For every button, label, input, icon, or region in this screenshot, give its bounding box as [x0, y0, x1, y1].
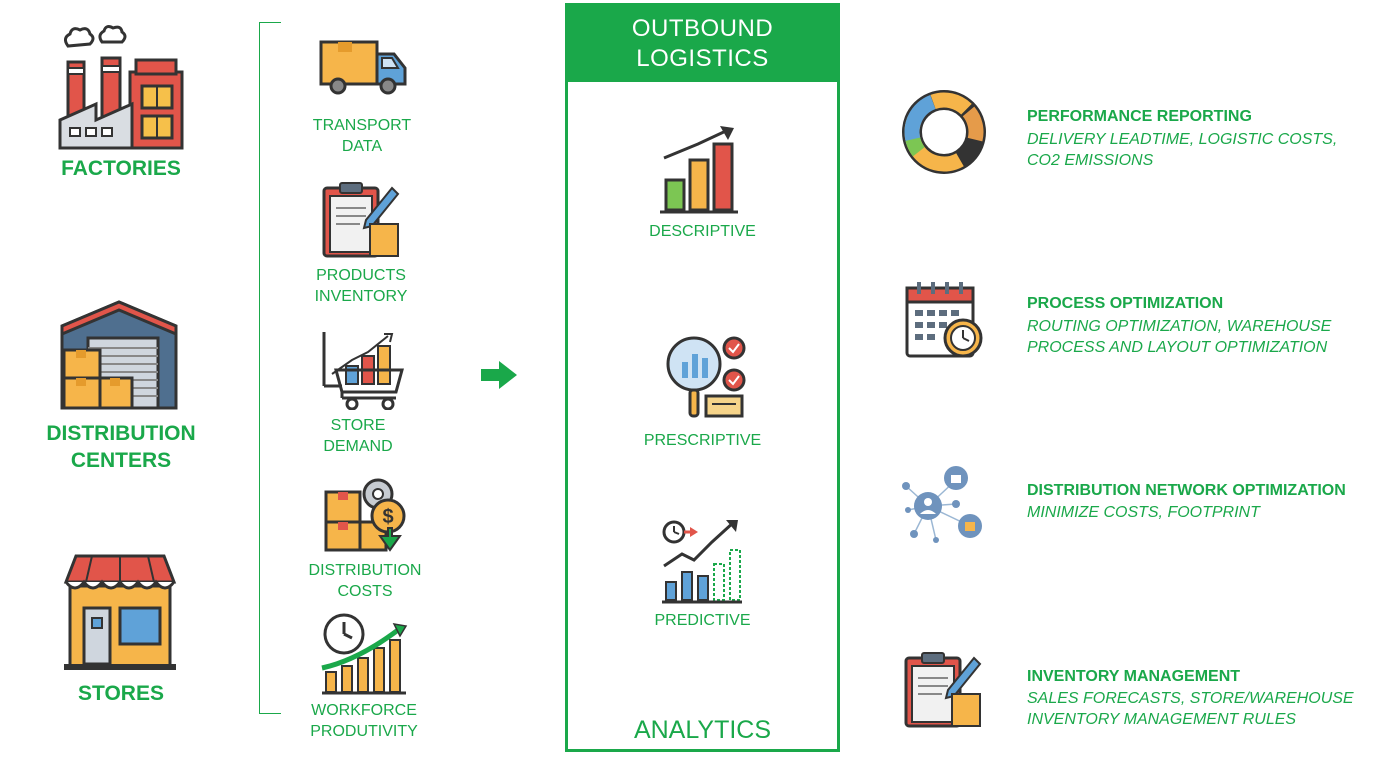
data-bracket: [259, 22, 281, 714]
panel-title: OUTBOUND LOGISTICS: [568, 6, 837, 82]
svg-text:$: $: [382, 506, 393, 528]
outcome-title-performance-reporting: PERFORMANCE REPORTING: [1027, 108, 1252, 125]
outcome-desc-process-optimization: ROUTING OPTIMIZATION, WAREHOUSE PROCESS …: [1027, 318, 1332, 356]
donut-chart-icon: [901, 89, 987, 175]
clipboard-pen-icon: [902, 650, 984, 730]
stage-label-predictive: PREDICTIVE: [654, 612, 751, 629]
outcome-title-inventory-management: INVENTORY MANAGEMENT: [1027, 668, 1241, 685]
warehouse-icon: [58, 298, 180, 410]
data-label-products-inventory: PRODUCTS INVENTORY: [314, 267, 408, 305]
magnifier-analysis-icon: [662, 334, 752, 422]
panel-footer: ANALYTICS: [633, 716, 772, 744]
outcome-desc-performance-reporting: DELIVERY LEADTIME, LOGISTIC COSTS, CO2 E…: [1027, 131, 1338, 169]
outcome-title-process-optimization: PROCESS OPTIMIZATION: [1027, 295, 1224, 312]
stage-label-descriptive: DESCRIPTIVE: [649, 223, 756, 240]
productivity-clock-icon: [318, 612, 410, 696]
outcome-title-distribution-network-optimization: DISTRIBUTION NETWORK OPTIMIZATION: [1027, 482, 1346, 499]
truck-icon: [318, 38, 408, 98]
shopping-cart-chart-icon: [318, 330, 406, 410]
data-label-store-demand: STORE DEMAND: [323, 417, 393, 455]
store-icon: [62, 552, 178, 672]
factory-icon: [56, 24, 186, 150]
bar-chart-up-icon: [658, 126, 742, 216]
source-label-distribution-centers: DISTRIBUTION CENTERS: [46, 422, 196, 472]
stage-label-prescriptive: PRESCRIPTIVE: [643, 432, 762, 449]
data-label-transport: TRANSPORT DATA: [312, 117, 412, 155]
forecast-chart-icon: [660, 518, 744, 604]
clipboard-icon: [320, 180, 402, 260]
calendar-clock-icon: [903, 278, 985, 360]
outcome-desc-inventory-management: SALES FORECASTS, STORE/WAREHOUSE INVENTO…: [1027, 690, 1354, 728]
source-label-factories: FACTORIES: [61, 157, 181, 180]
arrow-right-icon: [481, 361, 517, 389]
cost-boxes-icon: $: [322, 474, 408, 556]
network-icon: [898, 462, 990, 546]
source-label-stores: STORES: [78, 682, 164, 705]
outbound-logistics-panel: OUTBOUND LOGISTICS DESCRIPTIVE PRESC: [565, 3, 840, 752]
data-label-workforce-productivity: WORKFORCE PRODUTIVITY: [310, 702, 418, 740]
data-label-distribution-costs: DISTRIBUTION COSTS: [308, 562, 422, 600]
outcome-desc-distribution-network-optimization: MINIMIZE COSTS, FOOTPRINT: [1027, 504, 1260, 521]
